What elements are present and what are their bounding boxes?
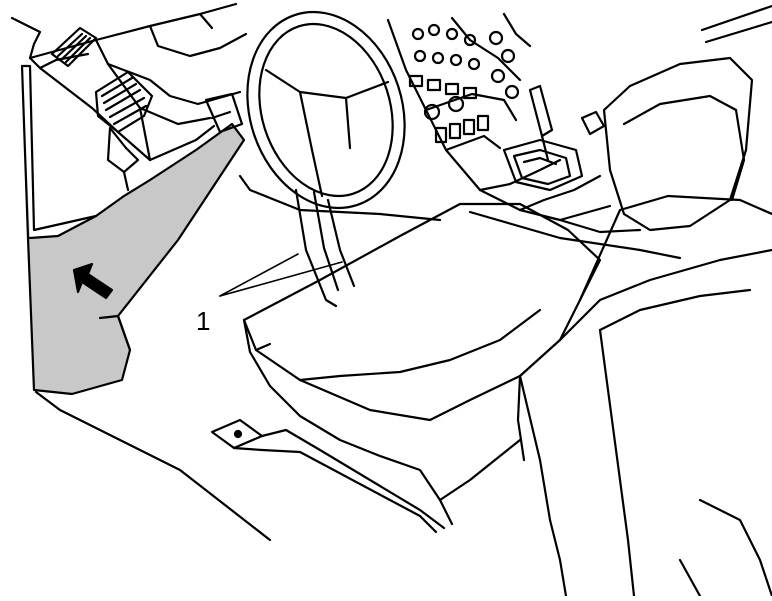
side-trim-panel [20,64,246,396]
driver-seat-cushion [242,202,602,526]
knee-bolster [106,126,140,192]
dashboard [10,2,248,162]
headrest [580,4,772,232]
floor [34,174,442,542]
console-buttons [408,23,520,144]
gear-selector [502,84,584,192]
air-vent-icon [50,26,98,68]
air-vent-icon [94,70,154,134]
driver-seat-back [518,194,772,598]
callout-number: 1 [196,306,210,336]
center-console [386,12,682,260]
steering-wheel [246,10,406,210]
arrow-up-left-icon [72,262,114,300]
seat-rail [210,418,446,534]
callout-1: 1 [196,253,343,336]
